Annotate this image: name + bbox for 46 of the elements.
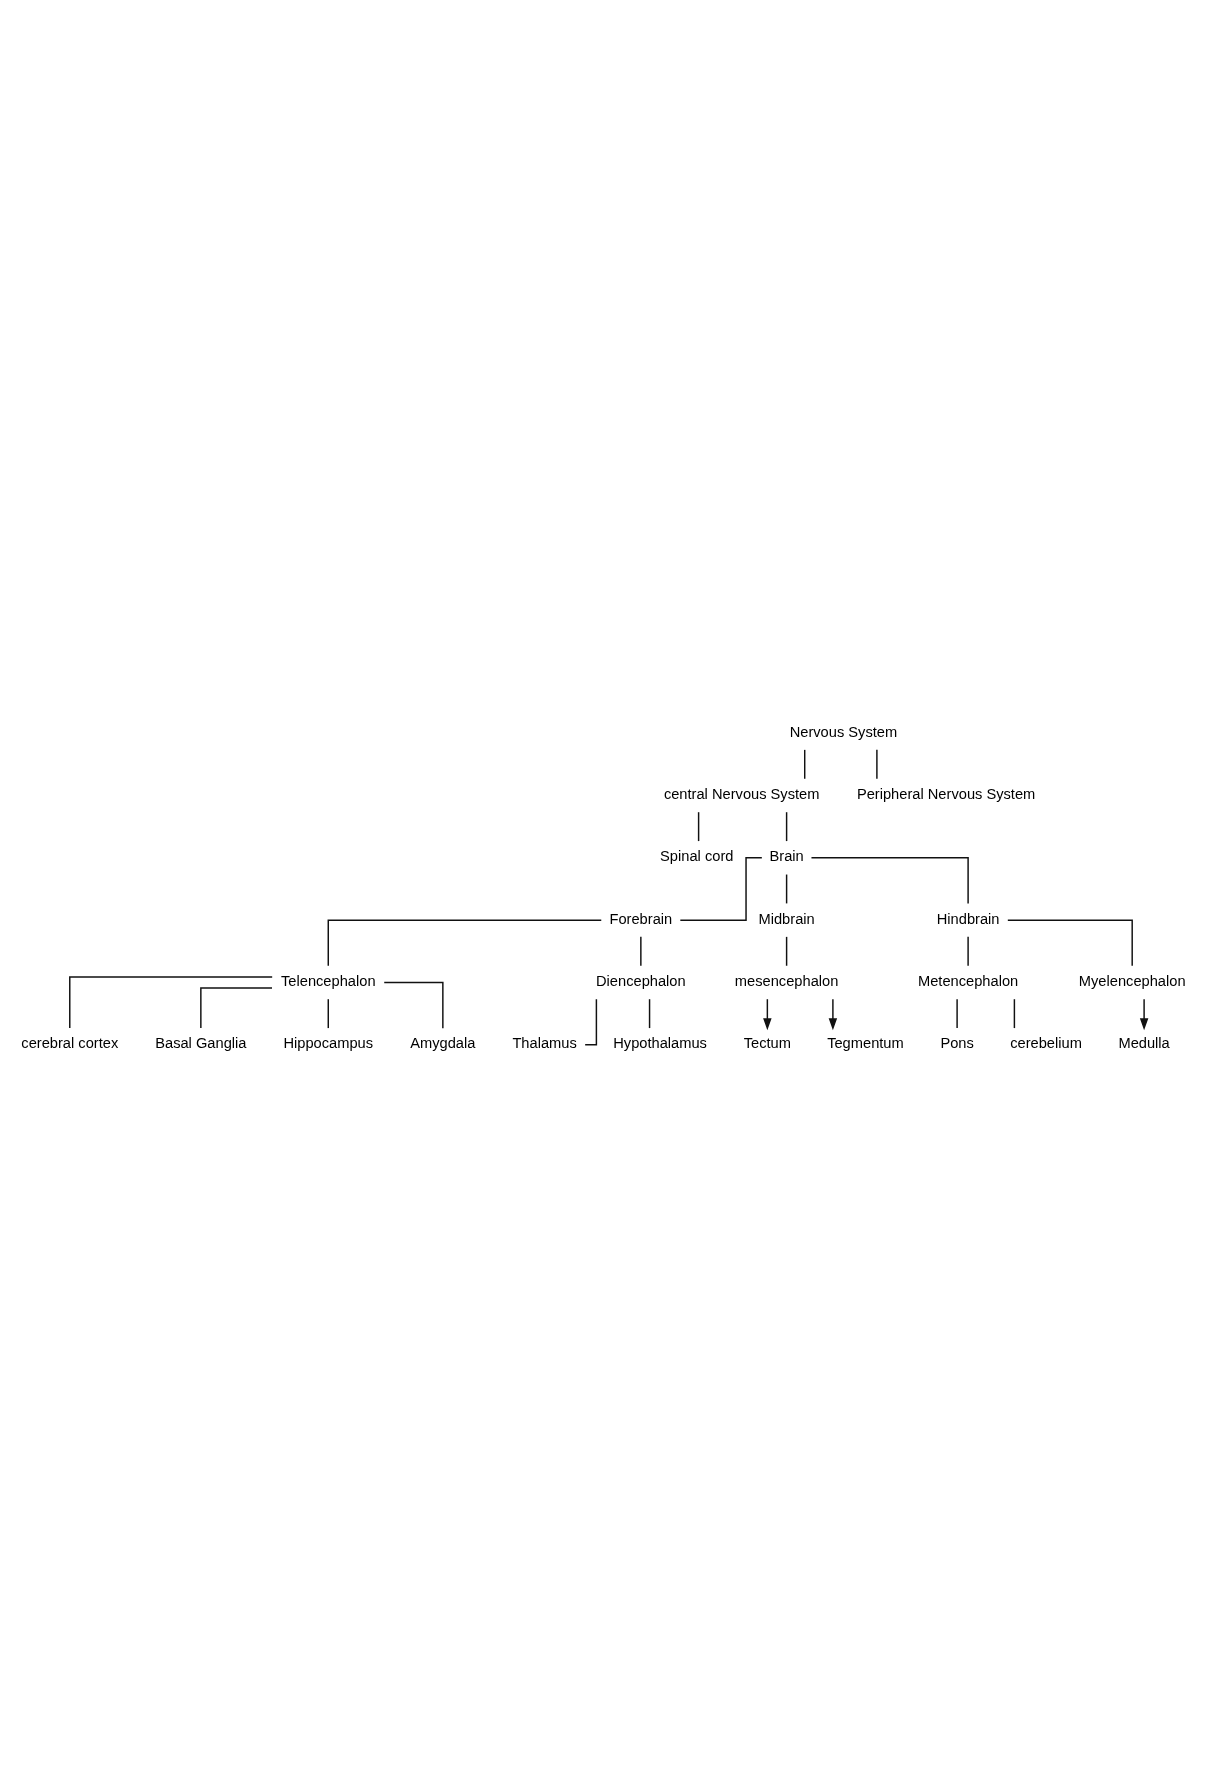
connector bbox=[785, 873, 788, 905]
connector bbox=[803, 749, 806, 780]
connector bbox=[785, 811, 788, 842]
node-text: Midbrain bbox=[758, 910, 815, 927]
node-text: mesencephalon bbox=[734, 972, 839, 989]
node-text: central Nervous System bbox=[663, 785, 820, 802]
node-text: Diencephalon bbox=[596, 972, 686, 989]
node-text: Tectum bbox=[743, 1035, 791, 1052]
node-text: Metencephalon bbox=[917, 972, 1019, 989]
connector bbox=[69, 976, 273, 1029]
node-text: Hindbrain bbox=[936, 910, 1000, 927]
node-text: Telencephalon bbox=[281, 972, 376, 989]
node-text: Hippocampus bbox=[283, 1035, 374, 1052]
node-text: Myelencephalon bbox=[1078, 972, 1186, 989]
arrow bbox=[828, 998, 838, 1031]
node-text: Peripheral Nervous System bbox=[856, 785, 1036, 802]
node-text: Hypothalamus bbox=[613, 1035, 707, 1052]
connector bbox=[1007, 919, 1133, 967]
node-text: Medulla bbox=[1118, 1035, 1170, 1052]
connector bbox=[697, 811, 700, 842]
node-text: cerebral cortex bbox=[21, 1035, 119, 1052]
connector bbox=[785, 936, 788, 967]
node-text: Tegmentum bbox=[827, 1035, 904, 1052]
connector bbox=[967, 936, 969, 967]
node-text: Amygdala bbox=[410, 1035, 476, 1052]
connector bbox=[876, 749, 878, 780]
connector bbox=[956, 998, 958, 1029]
connector bbox=[327, 919, 602, 967]
arrow bbox=[763, 998, 772, 1031]
node-text: Forebrain bbox=[609, 910, 673, 927]
connector bbox=[648, 998, 651, 1029]
node-text: Pons bbox=[940, 1035, 974, 1052]
connector bbox=[640, 936, 642, 967]
node-text: Spinal cord bbox=[660, 848, 734, 865]
node-text: Basal Ganglia bbox=[155, 1035, 247, 1052]
connector bbox=[327, 998, 329, 1029]
arrow bbox=[1139, 998, 1149, 1031]
node-text: cerebelium bbox=[1010, 1035, 1082, 1052]
node-text: Thalamus bbox=[512, 1035, 577, 1052]
connector bbox=[383, 981, 444, 1029]
connector bbox=[810, 857, 969, 905]
connector bbox=[200, 987, 273, 1029]
connector bbox=[1013, 998, 1016, 1029]
connector bbox=[679, 857, 763, 921]
node-text: Brain bbox=[769, 848, 804, 865]
node-text: Nervous System bbox=[789, 723, 898, 740]
